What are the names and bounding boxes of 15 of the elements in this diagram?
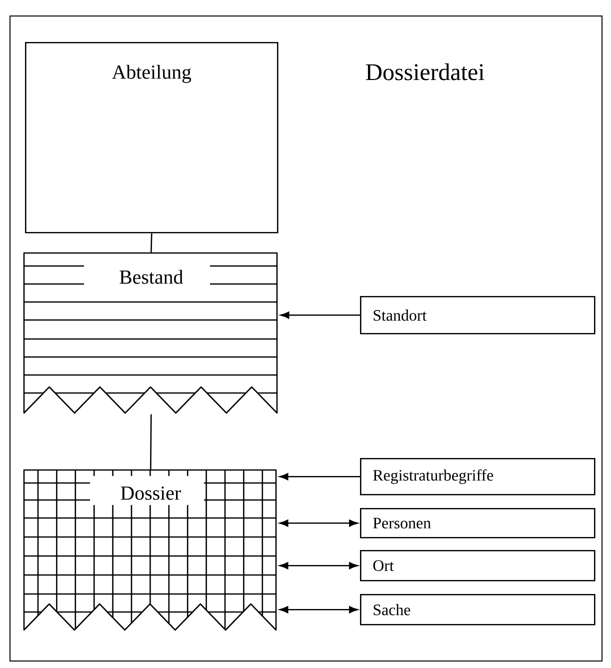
attribute-box: Personen [360,508,596,538]
attribute-box: Sache [360,594,596,626]
attribute-box: Registraturbegriffe [360,458,596,496]
arrow [279,520,358,527]
attribute-box: Standort [360,296,596,334]
unit-box: Abteilung [25,42,278,234]
arrow [279,473,360,480]
lined-record-box: Bestand [23,252,278,414]
attribute-box: Ort [360,550,596,582]
connector-line [150,233,152,254]
arrow [280,312,360,319]
arrow [279,562,358,570]
arrow [279,606,358,614]
diagram-title: Dossierdatei [366,63,484,80]
grid-record-box: Dossier [23,469,277,631]
